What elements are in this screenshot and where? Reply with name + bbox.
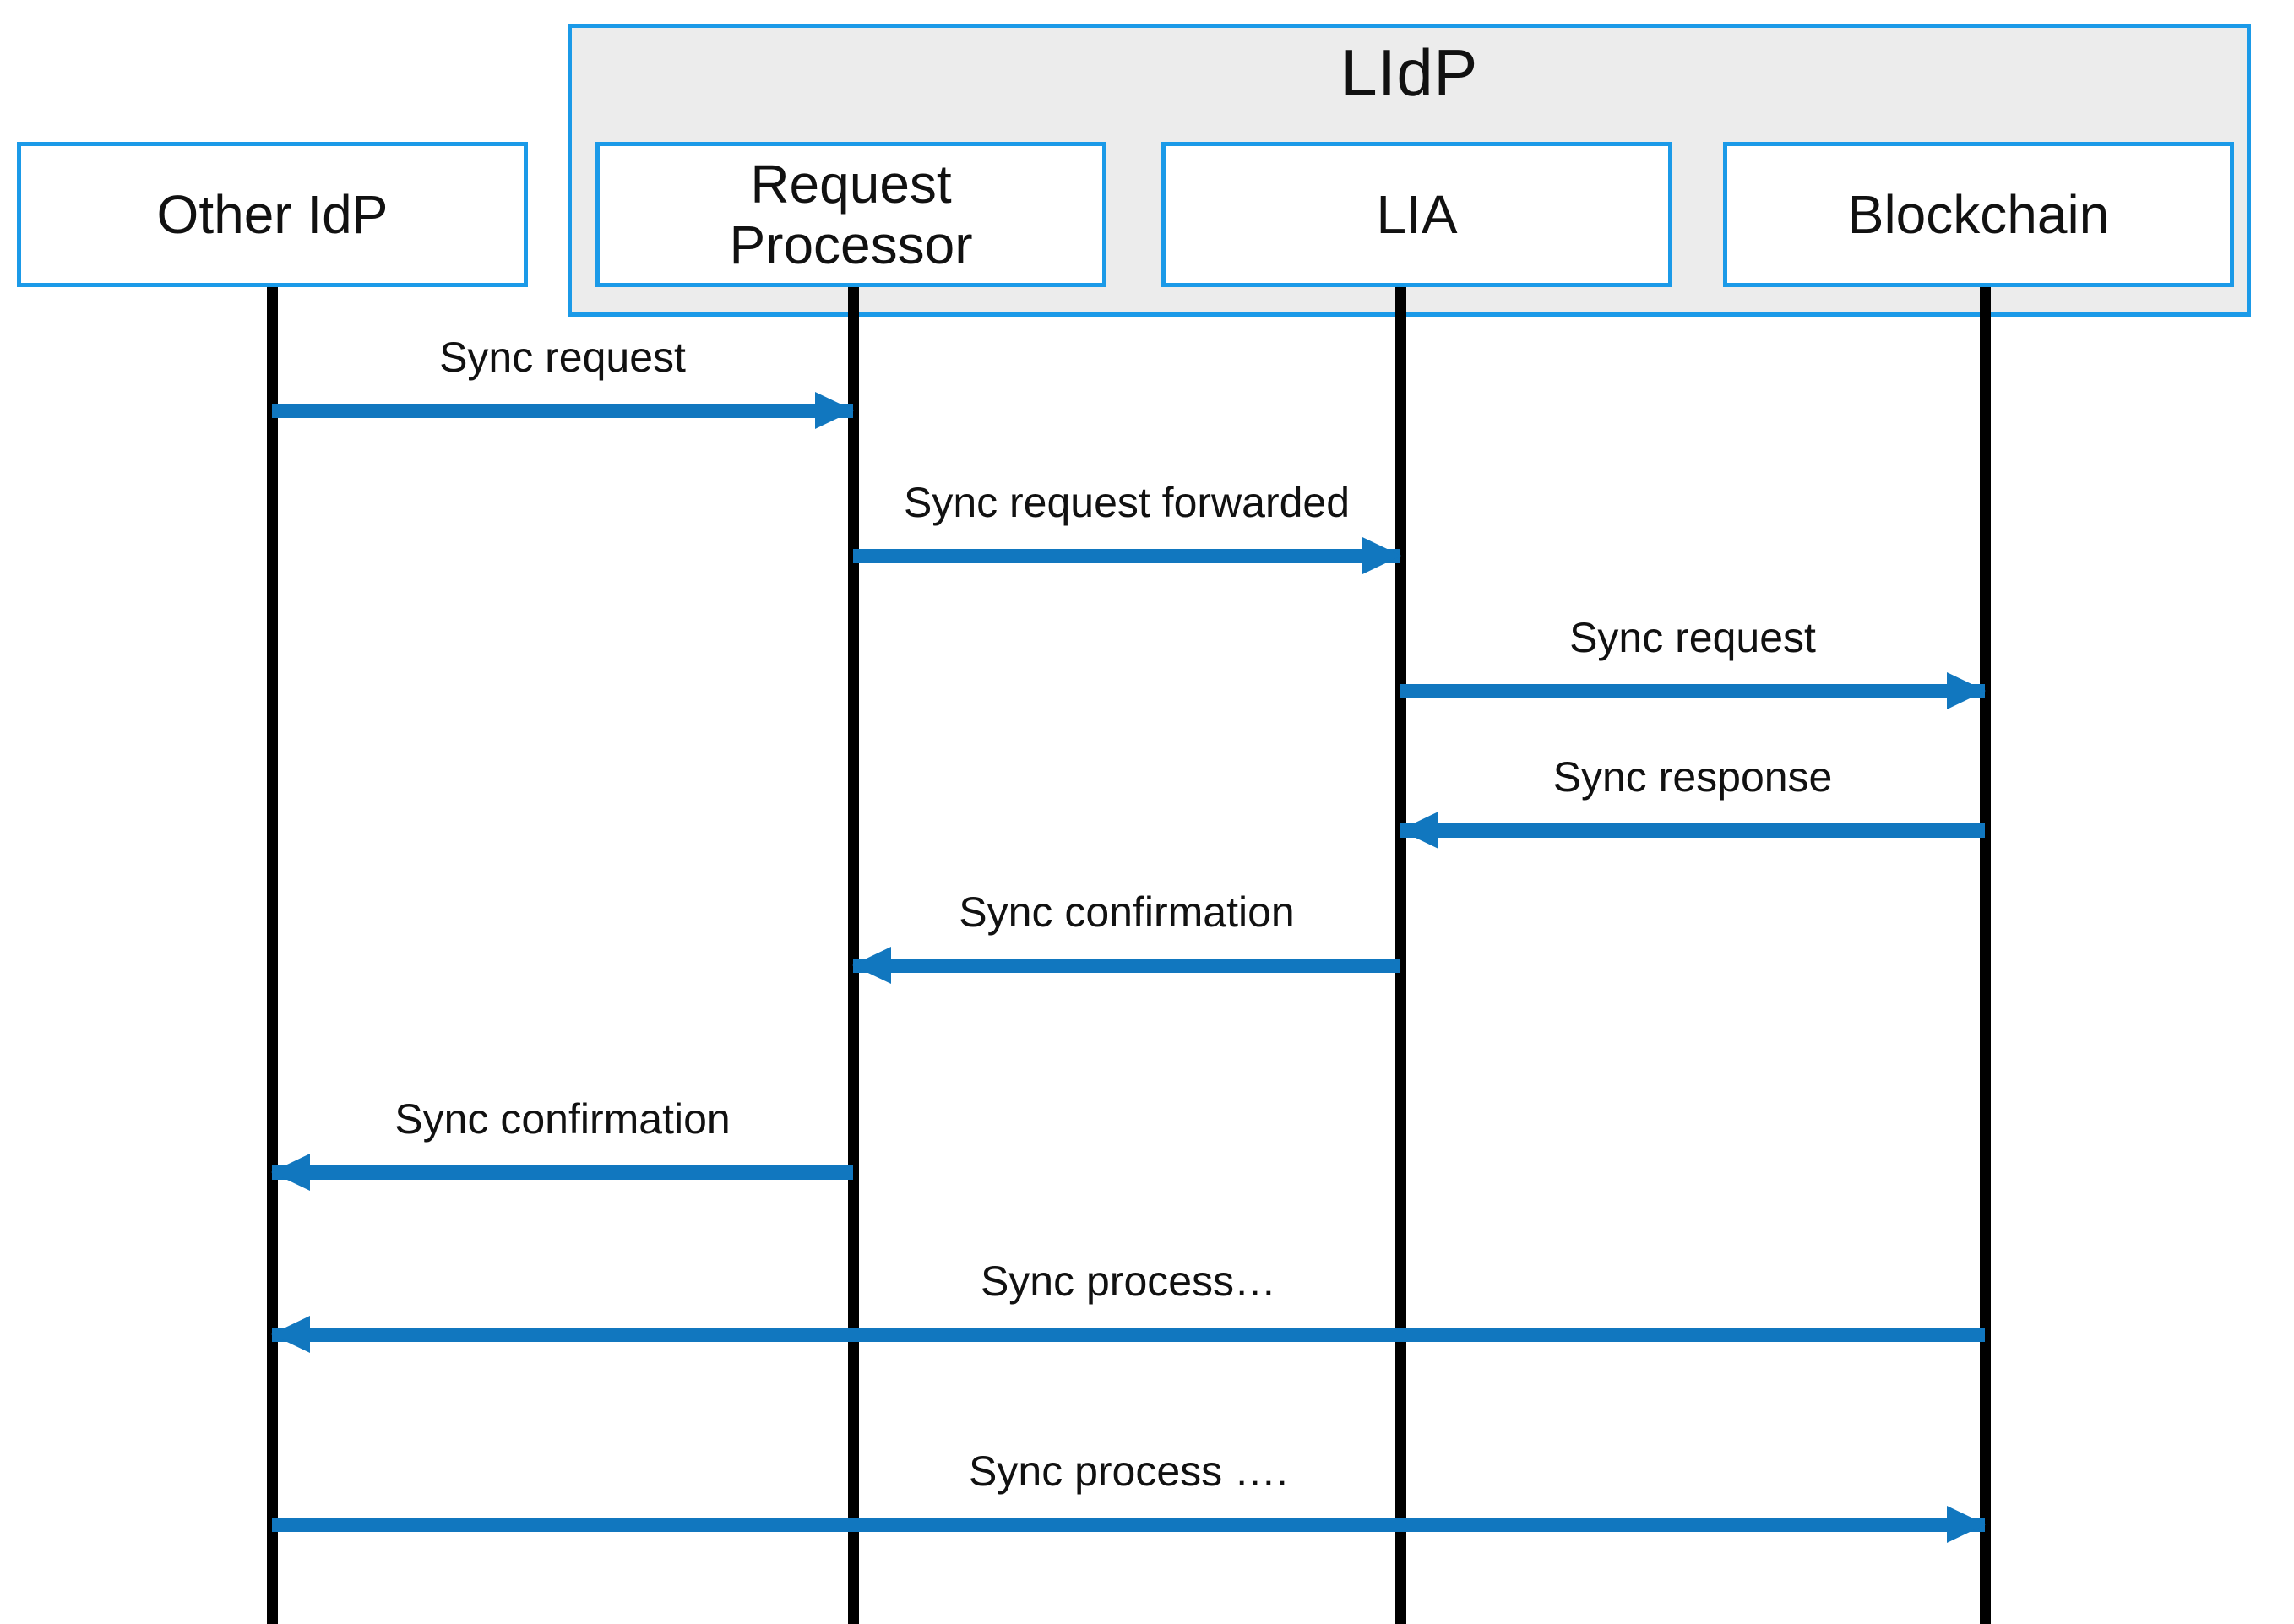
arrowhead-right-icon [1362,537,1401,574]
participant-lia[interactable]: LIA [1161,142,1672,287]
arrowhead-left-icon [271,1316,310,1353]
arrowhead-left-icon [852,947,891,984]
lifeline-lia [1395,287,1406,1624]
message-label: Sync request forwarded [903,479,1351,526]
message-shaft [272,1165,853,1180]
participant-request-processor[interactable]: Request Processor [595,142,1106,287]
message-shaft [1400,684,1985,698]
participant-other-idp[interactable]: Other IdP [17,142,528,287]
message-label: Sync process… [980,1257,1277,1305]
message-shaft [853,549,1400,563]
participant-label-line1: Request [750,154,952,215]
message-shaft [853,959,1400,973]
participant-label-other-idp: Other IdP [156,184,389,245]
participant-label-lia: LIA [1376,184,1458,245]
message-shaft [272,1518,1985,1532]
message-shaft [272,1328,1985,1342]
arrowhead-right-icon [815,392,854,429]
message-label: Sync process …. [969,1447,1288,1495]
arrowhead-right-icon [1947,672,1986,709]
group-label-lidp: LIdP [1340,35,1478,110]
participant-label-line2: Processor [729,215,973,275]
message-shaft [1400,823,1985,838]
message-label: Sync request [1569,614,1816,661]
message-label: Sync response [1552,753,1833,801]
arrowhead-right-icon [1947,1506,1986,1543]
participant-label-request-processor: Request Processor [722,154,979,275]
participant-label-blockchain: Blockchain [1847,184,2110,245]
arrowhead-left-icon [271,1154,310,1191]
message-label: Sync confirmation [394,1095,731,1143]
message-shaft [272,404,853,418]
lifeline-blockchain [1980,287,1991,1624]
lifeline-other-idp [267,287,278,1624]
message-label: Sync confirmation [959,888,1295,936]
participant-blockchain[interactable]: Blockchain [1723,142,2234,287]
message-label: Sync request [439,334,686,381]
arrowhead-left-icon [1400,812,1438,849]
